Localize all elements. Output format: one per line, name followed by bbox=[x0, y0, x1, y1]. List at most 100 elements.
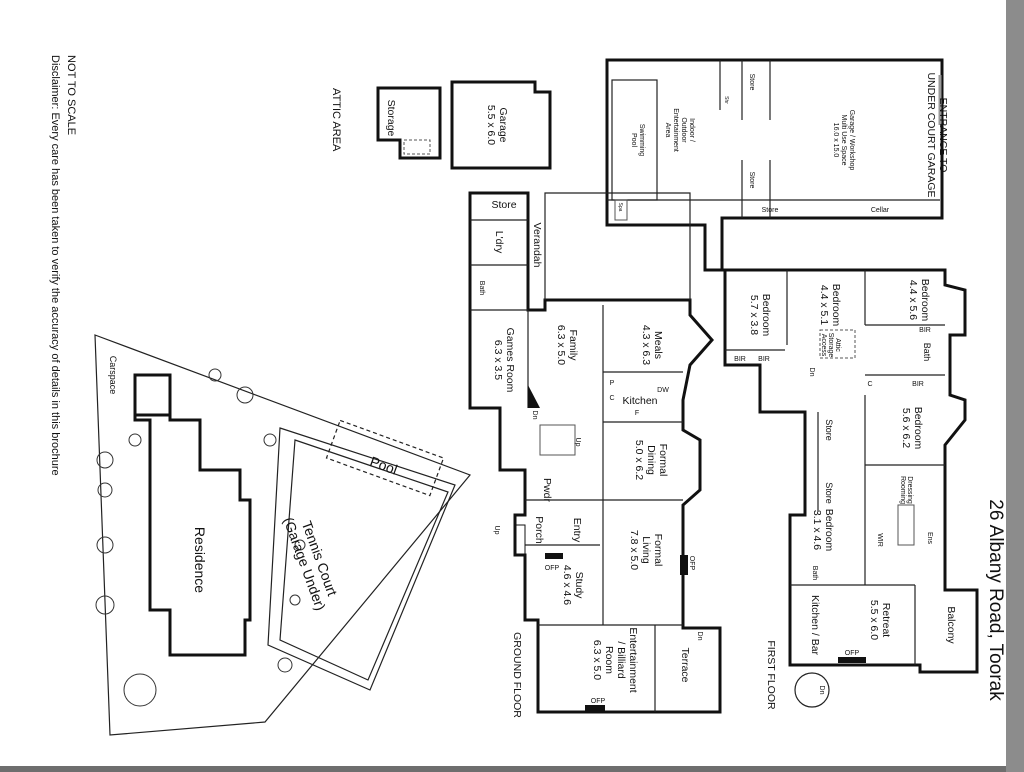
first-floor-title: FIRST FLOOR bbox=[765, 640, 777, 710]
under-court-garage: ENTRANCE TO UNDER COURT GARAGE Garage / … bbox=[605, 58, 949, 272]
ensuite-label: Ens bbox=[926, 532, 933, 545]
study-dims: 4.6 x 4.6 bbox=[561, 565, 573, 605]
family-dims: 6.3 x 5.0 bbox=[555, 325, 567, 365]
first-floor: Bedroom 4.4 x 5.6 Bedroom 4.4 x 5.1 Bedr… bbox=[723, 268, 979, 710]
living-ofp-label: OFP bbox=[688, 556, 695, 571]
entrance-label-1: ENTRANCE TO bbox=[937, 98, 949, 173]
swimming-pool-label-1: Swimming bbox=[638, 124, 645, 156]
games-room-dims: 6.3 x 3.5 bbox=[492, 340, 504, 380]
store2-label: Store bbox=[824, 482, 834, 504]
swimming-pool-label-2: Pool bbox=[630, 133, 637, 147]
dressing-label-1: Dressing bbox=[906, 476, 913, 504]
bath-label: Bath bbox=[922, 343, 932, 362]
entertainment-area-label-3: Entertainment bbox=[672, 108, 679, 152]
billiard-ofp-label: OFP bbox=[591, 698, 606, 705]
attic-garage-label: Garage bbox=[497, 107, 509, 142]
fridge-label: F bbox=[635, 410, 639, 417]
entertainment-area-label-1: Indoor / bbox=[688, 118, 695, 142]
entertainment-area-label-4: Area bbox=[664, 123, 671, 138]
living-label-1: Formal bbox=[652, 534, 664, 567]
family-label: Family bbox=[567, 330, 579, 362]
site-plan: Tennis Court (Garage Under) Pool Residen… bbox=[94, 334, 472, 736]
bedroom1-dims: 4.4 x 5.6 bbox=[907, 280, 919, 320]
retreat-dims: 5.5 x 6.0 bbox=[868, 600, 880, 640]
attic-area: Garage 5.5 x 6.0 Storage bbox=[376, 80, 552, 170]
cupboard-label: C bbox=[609, 395, 614, 402]
living-dims: 7.8 x 5.0 bbox=[628, 530, 640, 570]
dining-label-2: Dining bbox=[645, 445, 657, 475]
balcony-label: Balcony bbox=[945, 606, 957, 644]
billiard-label-1: Entertainment bbox=[627, 627, 639, 692]
store-bottom-label: Store bbox=[762, 207, 779, 214]
entertainment-area-label-2: Outdoor bbox=[680, 117, 687, 143]
bedroom2-dims: 4.4 x 5.1 bbox=[818, 285, 830, 325]
billiard-label-2: / Billiard bbox=[615, 641, 627, 679]
first-cupboard-label: C bbox=[867, 381, 872, 388]
master-bedroom-dims: 5.6 x 6.2 bbox=[900, 408, 912, 448]
attic-garage-dims: 5.5 x 6.0 bbox=[485, 105, 497, 145]
spa-label: Spa bbox=[617, 203, 623, 212]
spiral-dn-label: Dn bbox=[818, 686, 825, 695]
ground-floor-title: GROUND FLOOR bbox=[511, 632, 523, 718]
store-top-label: Store bbox=[748, 74, 755, 91]
retreat-label: Retreat bbox=[880, 603, 892, 638]
garage-dims: 16.0 x 15.0 bbox=[832, 123, 839, 158]
first-stairs-dn-label: Dn bbox=[808, 368, 815, 377]
shower-label: Shr bbox=[723, 96, 729, 104]
gf-bath-label: Bath bbox=[478, 281, 485, 296]
meals-dims: 4.3 x 6.3 bbox=[640, 325, 652, 365]
study-label: Study bbox=[573, 572, 585, 600]
cellar-label: Cellar bbox=[871, 207, 890, 214]
side-bar bbox=[1006, 0, 1024, 772]
property-title: 26 Albany Road, Toorak bbox=[985, 499, 1006, 701]
storage-label: Storage bbox=[385, 100, 397, 137]
terrace-label: Terrace bbox=[679, 647, 691, 682]
bedroom5-label: Bedroom bbox=[823, 509, 835, 552]
store1-label: Store bbox=[824, 419, 834, 441]
kitchen-label: Kitchen bbox=[622, 395, 657, 407]
billiard-dims: 6.3 x 5.0 bbox=[591, 640, 603, 680]
laundry-label: L'dry bbox=[493, 231, 505, 254]
attic-access-label-2: Storage bbox=[827, 333, 834, 358]
pantry-label: P bbox=[610, 380, 615, 387]
dishwasher-label: DW bbox=[657, 387, 669, 394]
entrance-label-2: UNDER COURT GARAGE bbox=[925, 72, 937, 197]
master-bedroom-label: Bedroom bbox=[912, 407, 924, 450]
bir-label-1: BIR bbox=[734, 356, 746, 363]
attic-area-label: ATTIC AREA bbox=[330, 88, 342, 152]
dining-label-1: Formal bbox=[657, 444, 669, 477]
attic-access-label-3: Access bbox=[820, 334, 827, 357]
games-room-label: Games Room bbox=[504, 328, 516, 393]
trees bbox=[95, 368, 306, 707]
store-mid-label: Store bbox=[748, 172, 755, 189]
gf-store-label: Store bbox=[491, 199, 516, 211]
entry-label: Entry bbox=[571, 518, 583, 543]
bir-label-4: BIR bbox=[912, 381, 924, 388]
kitchen-bar-label: Kitchen / Bar bbox=[809, 595, 821, 656]
stairs-up-label: Up bbox=[574, 438, 581, 447]
wir-label: WIR bbox=[876, 533, 883, 547]
attic-access-label-1: Attic bbox=[834, 338, 841, 352]
site-pool-label: Pool bbox=[368, 453, 400, 478]
bedroom5-dims: 3.1 x 4.6 bbox=[811, 510, 823, 550]
residence-label: Residence bbox=[192, 527, 208, 593]
retreat-ofp-label: OFP bbox=[845, 650, 860, 657]
porch-label: Porch bbox=[533, 516, 545, 544]
bedroom1-label: Bedroom bbox=[919, 279, 931, 322]
bedroom3-label: Bedroom bbox=[760, 294, 772, 337]
living-label-2: Living bbox=[640, 536, 652, 564]
bir-label-3: BIR bbox=[919, 327, 931, 334]
powder-room-label: Pwdr bbox=[541, 478, 553, 502]
not-to-scale-note: NOT TO SCALE bbox=[65, 55, 77, 135]
terrace-dn-label: Dn bbox=[696, 632, 703, 641]
bottom-bar bbox=[0, 766, 1006, 772]
garage-workshop-label: Garage / Workshop bbox=[848, 110, 855, 171]
multi-use-label: Multi Use Space bbox=[840, 115, 847, 166]
bath2-label: Bath bbox=[811, 566, 818, 581]
study-ofp-label: OFP bbox=[545, 565, 560, 572]
stairs-dn-label: Dn bbox=[531, 411, 538, 420]
carspace-label: Carspace bbox=[108, 356, 118, 395]
verandah-label: Verandah bbox=[531, 223, 543, 268]
bedroom3-dims: 5.7 x 3.8 bbox=[748, 295, 760, 335]
